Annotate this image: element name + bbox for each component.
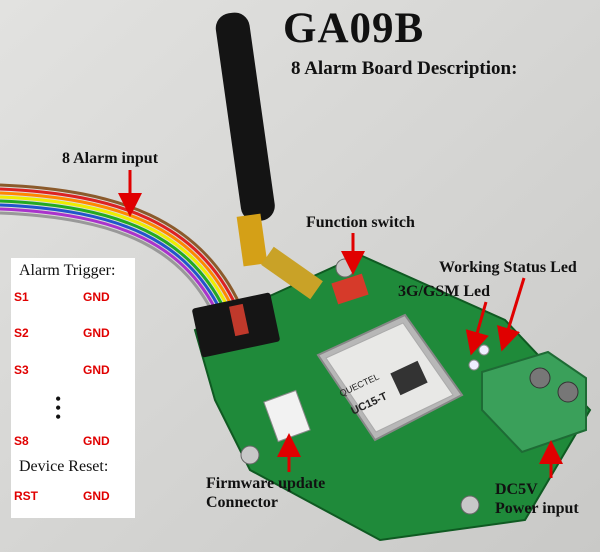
function-switch (331, 273, 369, 305)
label-gsm-led: 3G/GSM Led (398, 283, 491, 300)
legend-gnd-s1: GND (83, 290, 110, 304)
legend-gnd-s3: GND (83, 363, 110, 377)
legend-signal-rst: RST (14, 489, 38, 503)
legend-signal-s8: S8 (14, 434, 29, 448)
status-led (478, 344, 490, 356)
legend-signal-s3: S3 (14, 363, 29, 377)
label-function-switch: Function switch (306, 214, 415, 231)
legend-gnd-rst: GND (83, 489, 110, 503)
legend-signal-s2: S2 (14, 326, 29, 340)
gsm-module (316, 313, 464, 442)
label-alarm-input: 8 Alarm input (62, 150, 159, 167)
alarm-connector (192, 292, 280, 358)
legend-gnd-s2: GND (83, 326, 110, 340)
label-working-status-led: Working Status Led (439, 259, 577, 276)
legend-signal-s1: S1 (14, 290, 29, 304)
callout-arrows (118, 170, 563, 478)
power-terminal (481, 350, 587, 454)
gsm-led (468, 359, 480, 371)
label-firmware-update: Firmware update (206, 475, 326, 492)
legend-trigger-heading: Alarm Trigger: (19, 262, 116, 279)
antenna (215, 12, 323, 300)
legend-reset-heading: Device Reset: (19, 458, 109, 475)
page-title: GA09B (283, 5, 425, 52)
page-subtitle: 8 Alarm Board Description: (291, 58, 518, 79)
label-power-input: Power input (495, 500, 579, 517)
legend-ellipsis: ••• (55, 389, 62, 427)
label-dc5v: DC5V (495, 481, 538, 498)
ribbon-cable (0, 183, 242, 327)
alarm-legend: Alarm Trigger: (11, 258, 135, 518)
label-connector: Connector (206, 494, 278, 511)
legend-gnd-s8: GND (83, 434, 110, 448)
